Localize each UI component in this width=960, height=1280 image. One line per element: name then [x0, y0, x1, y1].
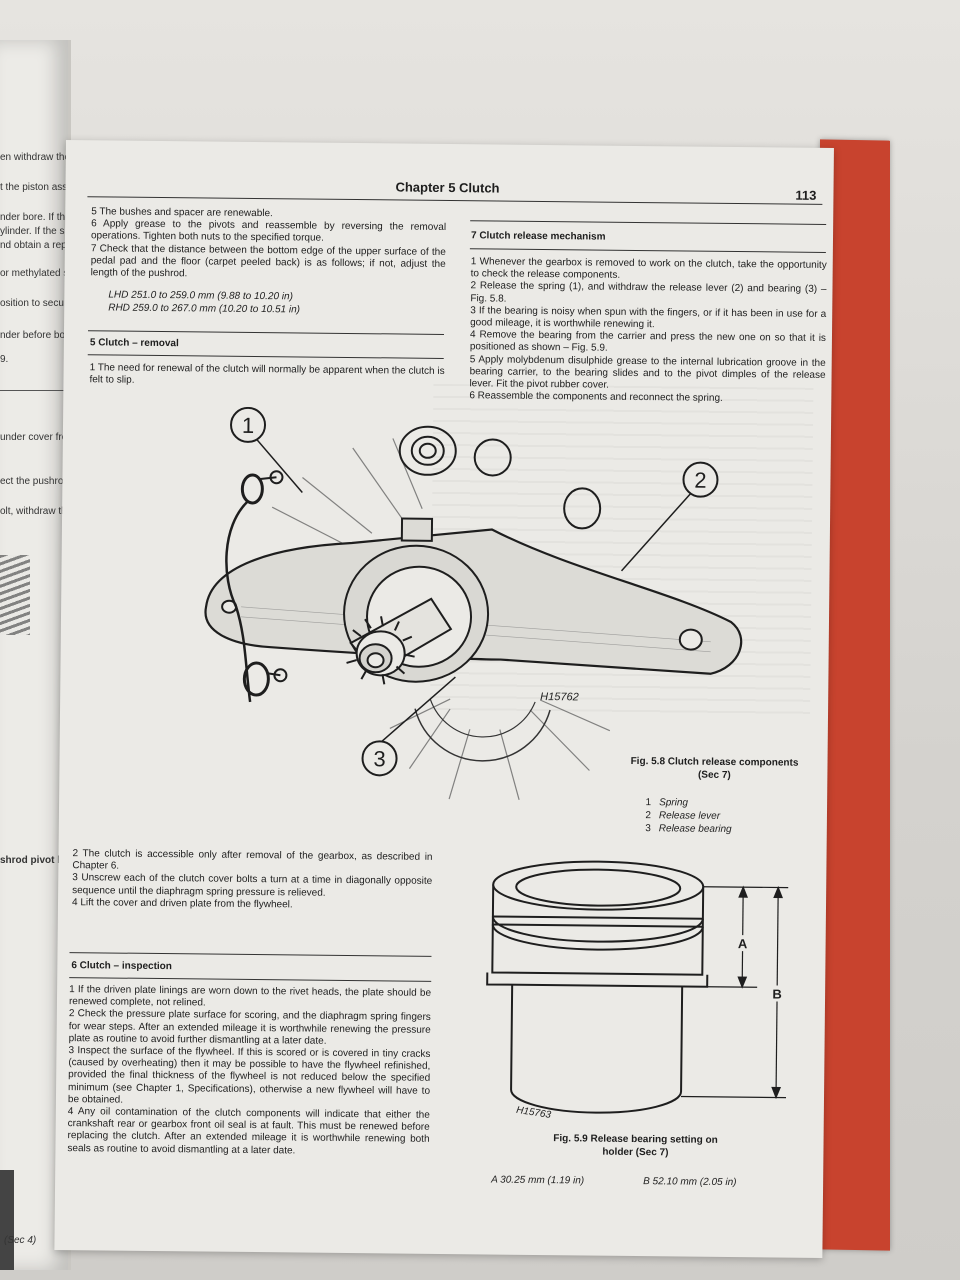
left-fragment: t the piston asser [0, 182, 71, 193]
header-rule [87, 196, 823, 205]
legend-item: 3 Release bearing [629, 822, 732, 836]
callout-1: 1 [230, 406, 267, 443]
left-fragment: nd obtain a repai [0, 240, 71, 251]
fig-5-8-caption-line: Fig. 5.8 Clutch release components [630, 755, 799, 769]
fig-5-8-illustration: 1 2 3 H15762 [204, 406, 743, 800]
legend-item: 1 Spring [629, 796, 732, 810]
callout-2-label: 2 [694, 468, 707, 493]
spec-list: LHD 251.0 to 259.0 mm (9.88 to 10.20 in)… [108, 288, 300, 316]
left-fragment: en withdraw the [0, 152, 71, 163]
paragraph: 1 If the driven plate linings are worn d… [68, 984, 432, 1009]
left-facing-page: en withdraw the t the piston asser nder … [0, 40, 71, 1270]
chapter-title: Chapter 5 Clutch [395, 179, 500, 196]
left-rule [0, 390, 68, 391]
fig-5-9-ref: H15763 [515, 1105, 552, 1121]
callout-3-label: 3 [373, 746, 386, 771]
section-5-title: 5 Clutch – removal [89, 337, 179, 350]
section-rule [470, 220, 827, 225]
manual-page: Chapter 5 Clutch 113 5 The bushes and sp… [54, 140, 834, 1258]
left-fragment: (Sec 4) [4, 1235, 37, 1246]
paragraph: 4 Any oil contamination of the clutch co… [67, 1106, 430, 1157]
left-fragment: nder before both [0, 330, 71, 341]
section-rule [69, 952, 432, 957]
dimension-a-value: A 30.25 mm (1.19 in) [491, 1174, 585, 1187]
dimension-b-value: B 52.10 mm (2.05 in) [643, 1176, 737, 1189]
paragraph: 5 Apply molybdenum disulphide grease to … [469, 353, 826, 391]
section-5-intro: 1 The need for renewal of the clutch wil… [89, 362, 445, 386]
paragraph: 4 Remove the bearing from the carrier an… [469, 329, 827, 355]
paragraph: 2 The clutch is accessible only after re… [72, 848, 433, 872]
fig-5-9-caption-line: holder (Sec 7) [602, 1146, 669, 1158]
legend-label: Release bearing [658, 823, 732, 836]
legend-label: Release lever [658, 810, 721, 822]
paragraph: 4 Lift the cover and driven plate from t… [71, 896, 293, 911]
fig-5-8-caption-line: (Sec 7) [697, 769, 731, 781]
legend-item: 2 Release lever [629, 809, 732, 823]
left-fragment: ylinder. If the s [0, 226, 65, 237]
section-rule [469, 248, 826, 253]
left-fragment: olt, withdraw the [0, 506, 71, 517]
section-rule [69, 977, 432, 982]
legend-label: Spring [659, 797, 689, 809]
paragraph: 1 Whenever the gearbox is removed to wor… [470, 256, 827, 282]
page-number: 113 [795, 187, 817, 203]
fig-5-9-caption-line: Fig. 5.9 Release bearing setting on [553, 1133, 718, 1146]
legend-num: 2 [645, 810, 652, 822]
fig-5-9-illustration: A B H15763 [486, 860, 789, 1121]
left-fragment: or methylated spi [0, 268, 71, 279]
left-spring-illustration [0, 555, 30, 635]
section-6-body: 1 If the driven plate linings are worn d… [67, 984, 431, 1159]
section-5-body: 2 The clutch is accessible only after re… [72, 848, 433, 913]
section-7-title: 7 Clutch release mechanism [470, 230, 606, 243]
left-column-top: 5 The bushes and spacer are renewable. 6… [91, 206, 447, 283]
left-dark-illustration [0, 1170, 14, 1270]
paragraph: 3 Unscrew each of the clutch cover bolts… [72, 872, 433, 899]
left-fragment: nder bore. If the [0, 212, 71, 223]
left-fragment: shrod pivot bolt [0, 855, 71, 866]
fig-5-8-caption: Fig. 5.8 Clutch release components (Sec … [604, 756, 824, 783]
section-rule [87, 354, 444, 359]
fig-5-8-legend: 1 Spring 2 Release lever 3 Release bearing [629, 796, 732, 836]
legend-num: 3 [645, 823, 651, 835]
left-fragment: ect the pushrod [0, 476, 69, 487]
legend-num: 1 [645, 797, 652, 809]
callout-3: 3 [361, 740, 398, 777]
callout-1-label: 1 [242, 413, 255, 438]
paragraph: 3 If the bearing is noisy when spun with… [470, 305, 827, 331]
paragraph: 7 Check that the distance between the bo… [90, 242, 446, 280]
dimension-a-label: A [738, 936, 748, 951]
fig-5-8-ref: H15762 [540, 691, 579, 703]
section-6-title: 6 Clutch – inspection [71, 960, 172, 973]
section-7-body: 1 Whenever the gearbox is removed to wor… [469, 256, 827, 406]
paragraph: 2 Check the pressure plate surface for s… [68, 1008, 431, 1047]
paragraph: 6 Apply grease to the pivots and reassem… [90, 218, 447, 245]
left-fragment: 9. [0, 354, 9, 365]
left-fragment: osition to secure [0, 298, 71, 309]
dimension-b-label: B [772, 986, 782, 1001]
paragraph: 2 Release the spring (1), and withdraw t… [470, 280, 827, 305]
callout-2: 2 [682, 461, 719, 498]
spec-rhd: RHD 259.0 to 267.0 mm (10.20 to 10.51 in… [108, 302, 301, 316]
paragraph: 3 Inspect the surface of the flywheel. I… [67, 1045, 431, 1106]
fig-5-9-caption: Fig. 5.9 Release bearing setting on hold… [525, 1133, 745, 1160]
left-fragment: under cover from [0, 432, 71, 443]
section-rule [87, 330, 444, 335]
